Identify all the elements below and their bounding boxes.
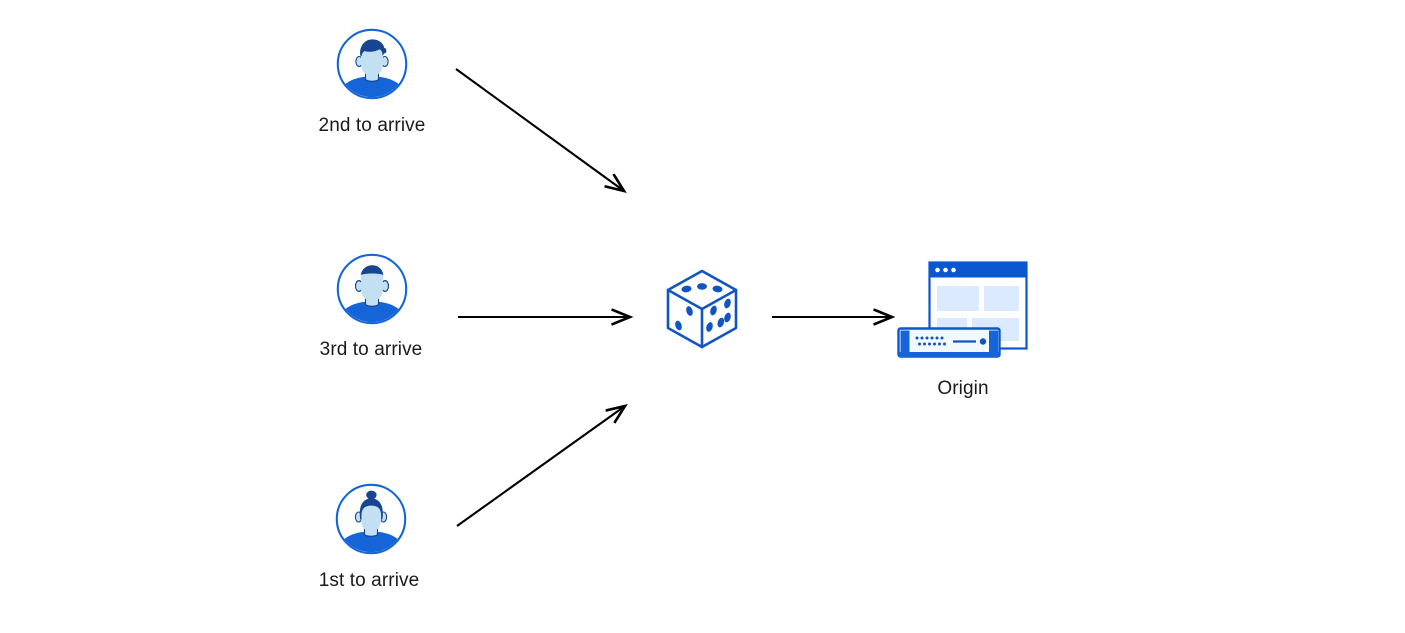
node-label-user-1st: 1st to arrive [318,570,420,591]
server-appliance-icon [897,327,1001,358]
user-avatar-icon [335,483,407,555]
dice-icon [666,269,738,349]
node-origin[interactable]: Origin [896,258,1032,399]
user-avatar-icon [336,28,408,100]
user-avatar-icon [336,253,408,325]
node-label-user-3rd: 3rd to arrive [319,339,423,360]
node-user-2nd[interactable]: 2nd to arrive [319,28,425,136]
arrow-1st-to-dice [456,406,625,527]
node-label-user-2nd: 2nd to arrive [318,115,426,136]
node-user-1st[interactable]: 1st to arrive [319,483,419,591]
origin-server-icon [897,261,1028,358]
node-randomizer[interactable] [662,267,742,351]
arrow-2nd-to-dice [455,68,624,191]
node-user-3rd[interactable]: 3rd to arrive [320,253,422,360]
node-label-origin: Origin [937,378,989,399]
